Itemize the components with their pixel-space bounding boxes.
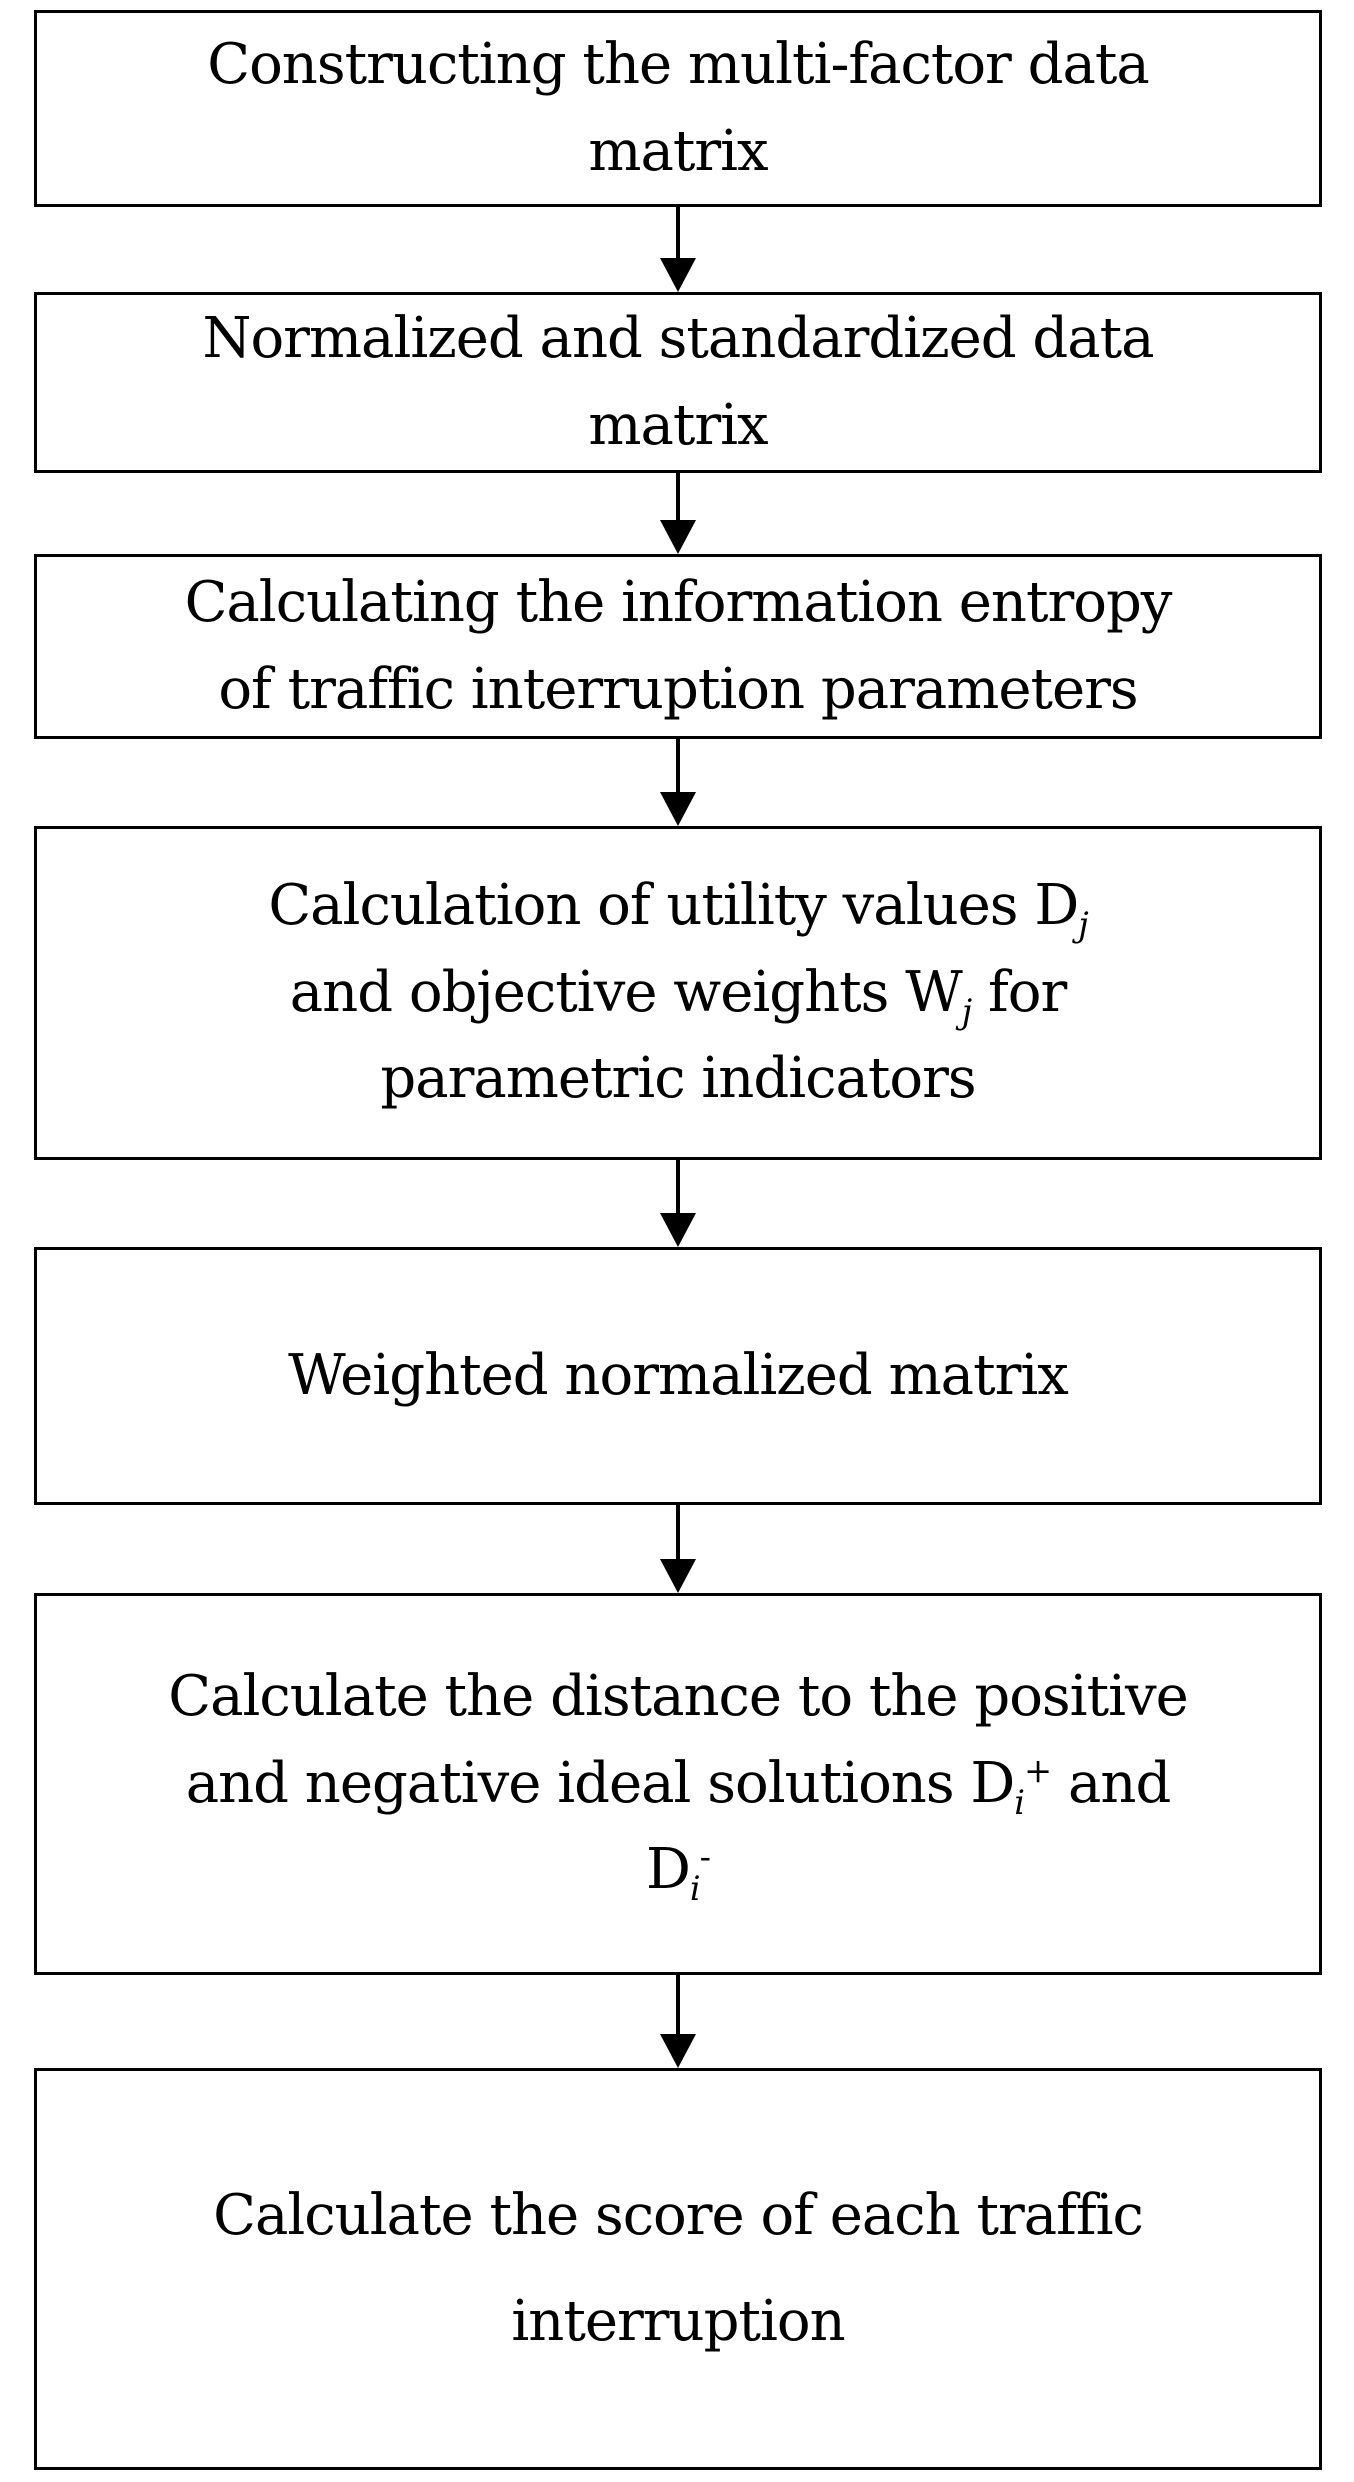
arrow-2-to-3 (658, 473, 698, 554)
step-ideal-solution-distance-line1: Calculate the distance to the positive (168, 1663, 1189, 1729)
step-normalize-matrix-text: Normalized and standardized data matrix (172, 296, 1183, 470)
arrow-4-to-5 (658, 1160, 698, 1247)
arrow-head-icon (660, 1213, 696, 1247)
positive-superscript: + (1024, 1750, 1052, 1790)
step-normalize-matrix-line1: Normalized and standardized data (202, 305, 1154, 371)
step-construct-matrix-line1: Constructing the multi-factor data (207, 31, 1150, 97)
step-score-interruption-line1: Calculate the score of each traffic (213, 2182, 1144, 2248)
step-construct-matrix-text: Constructing the multi-factor data matri… (177, 22, 1179, 196)
step-information-entropy-text: Calculating the information entropy of t… (155, 560, 1202, 734)
step-normalize-matrix: Normalized and standardized data matrix (34, 292, 1322, 473)
step-utility-weights-line3: parametric indicators (380, 1046, 976, 1112)
weight-subscript-j: j (961, 991, 972, 1031)
utility-subscript-j: j (1078, 904, 1088, 944)
negative-superscript: - (699, 1837, 711, 1877)
step-ideal-solution-distance-line2-end: and (1051, 1750, 1171, 1816)
arrow-head-icon (660, 792, 696, 826)
negative-subscript-i: i (689, 1869, 701, 1909)
positive-subscript-i: i (1014, 1782, 1025, 1822)
step-construct-matrix: Constructing the multi-factor data matri… (34, 10, 1322, 207)
step-weighted-matrix: Weighted normalized matrix (34, 1247, 1322, 1505)
step-utility-weights: Calculation of utility values Dj and obj… (34, 826, 1322, 1160)
arrow-1-to-2 (658, 207, 698, 292)
step-ideal-solution-distance-text: Calculate the distance to the positive a… (138, 1654, 1218, 1914)
arrow-5-to-6 (658, 1505, 698, 1593)
step-score-interruption: Calculate the score of each traffic inte… (34, 2068, 1322, 2470)
step-normalize-matrix-line2: matrix (588, 392, 768, 458)
arrow-head-icon (660, 258, 696, 292)
step-ideal-solution-distance-line3: D (645, 1837, 691, 1903)
step-utility-weights-line2-end: for (971, 959, 1067, 1025)
arrow-3-to-4 (658, 739, 698, 826)
step-score-interruption-line2: interruption (511, 2289, 845, 2354)
arrow-head-icon (660, 1559, 696, 1593)
step-information-entropy: Calculating the information entropy of t… (34, 554, 1322, 739)
step-information-entropy-line1: Calculating the information entropy (184, 569, 1173, 635)
step-ideal-solution-distance-line2: and negative ideal solutions D (185, 1750, 1016, 1816)
arrow-head-icon (660, 2034, 696, 2068)
step-ideal-solution-distance: Calculate the distance to the positive a… (34, 1593, 1322, 1975)
step-weighted-matrix-text: Weighted normalized matrix (258, 1333, 1098, 1420)
step-construct-matrix-line2: matrix (588, 118, 768, 184)
step-score-interruption-text: Calculate the score of each traffic inte… (183, 2163, 1173, 2376)
step-information-entropy-line2: of traffic interruption parameters (218, 656, 1138, 722)
step-utility-weights-line2: and objective weights W (289, 959, 963, 1025)
step-weighted-matrix-line1: Weighted normalized matrix (288, 1342, 1069, 1408)
step-utility-weights-text: Calculation of utility values Dj and obj… (238, 863, 1117, 1123)
arrow-head-icon (660, 520, 696, 554)
arrow-6-to-7 (658, 1975, 698, 2068)
step-utility-weights-line1: Calculation of utility values D (268, 872, 1079, 938)
